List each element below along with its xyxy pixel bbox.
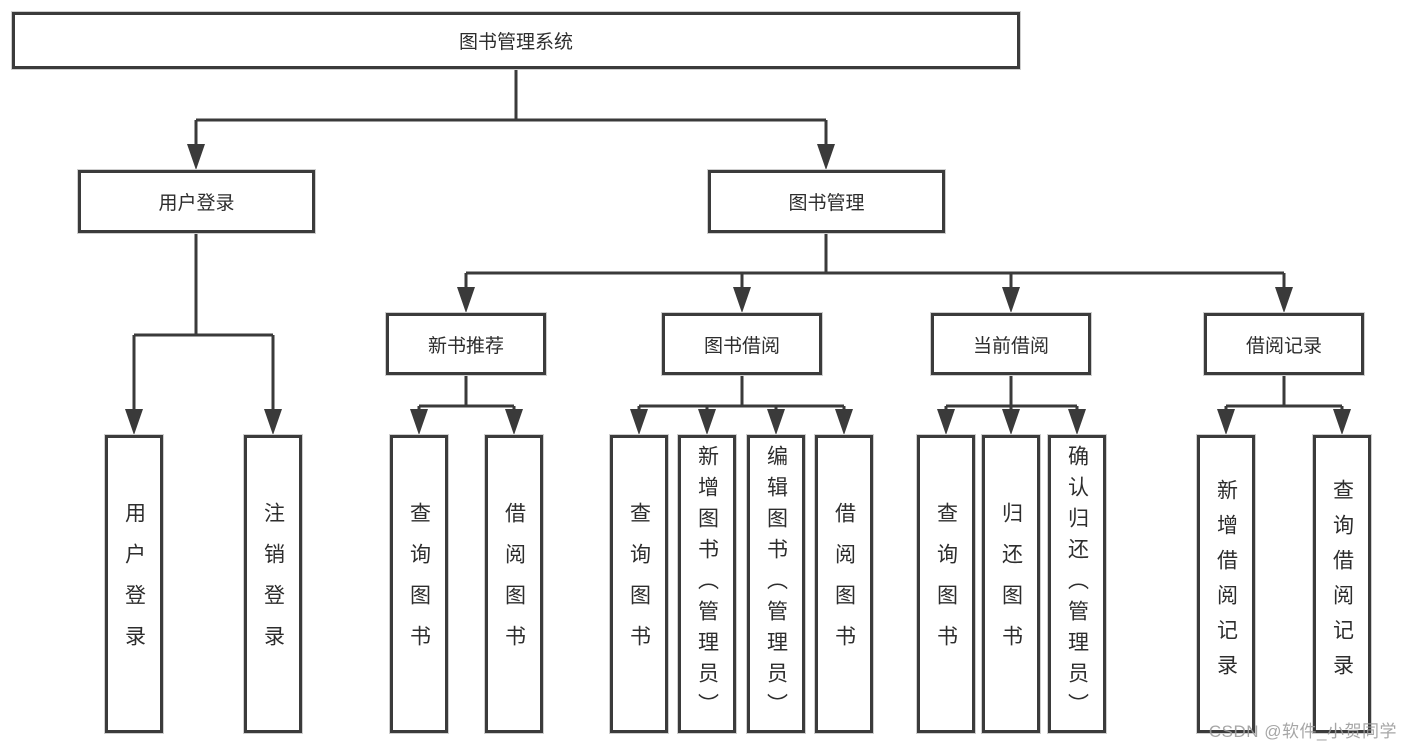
node-borrow-records-label: 借阅记录 [1245,335,1322,357]
leaf-borrow-add-books-admin-label: 新增图书（管理员） [695,444,719,724]
leaf-logout: 注销登录 [244,435,302,733]
leaf-borrow-query-books: 查询图书 [610,435,668,733]
leaf-current-confirm-return-admin: 确认归还（管理员） [1048,435,1106,733]
node-book-borrow-label: 图书借阅 [703,335,780,357]
leaf-logout-label: 注销登录 [261,502,285,666]
node-new-book-recommend: 新书推荐 [386,313,546,375]
node-current-borrow-label: 当前借阅 [972,335,1049,357]
node-user-login: 用户登录 [78,170,315,233]
watermark: CSDN @软件_小贺同学 [1208,722,1397,741]
node-borrow-records: 借阅记录 [1204,313,1364,375]
node-current-borrow: 当前借阅 [931,313,1091,375]
leaf-records-query-record: 查询借阅记录 [1313,435,1371,733]
node-root-label: 图书管理系统 [458,32,573,53]
leaf-borrow-borrow-books-label: 借阅图书 [832,502,856,666]
leaf-borrow-query-books-label: 查询图书 [627,502,651,666]
node-root: 图书管理系统 [12,12,1020,69]
leaf-recommend-query-books-label: 查询图书 [407,502,431,666]
leaf-recommend-borrow-books-label: 借阅图书 [502,502,526,666]
leaf-current-query-books: 查询图书 [917,435,975,733]
leaf-recommend-borrow-books: 借阅图书 [485,435,543,733]
leaf-current-query-books-label: 查询图书 [934,502,958,666]
leaf-records-add-record-label: 新增借阅记录 [1214,479,1238,689]
leaf-borrow-edit-books-admin-label: 编辑图书（管理员） [764,444,788,724]
node-book-borrow: 图书借阅 [662,313,822,375]
leaf-borrow-borrow-books: 借阅图书 [815,435,873,733]
node-new-book-recommend-label: 新书推荐 [427,335,504,357]
leaf-borrow-add-books-admin: 新增图书（管理员） [678,435,736,733]
node-user-login-label: 用户登录 [158,193,235,214]
leaf-current-return-books: 归还图书 [982,435,1040,733]
leaf-records-query-record-label: 查询借阅记录 [1330,479,1354,689]
leaf-current-return-books-label: 归还图书 [999,502,1023,666]
node-book-management-label: 图书管理 [788,193,865,214]
leaf-user-login: 用户登录 [105,435,163,733]
leaf-user-login-label: 用户登录 [122,502,146,666]
node-book-management: 图书管理 [708,170,945,233]
leaf-current-confirm-return-admin-label: 确认归还（管理员） [1065,444,1089,724]
leaf-recommend-query-books: 查询图书 [390,435,448,733]
leaf-records-add-record: 新增借阅记录 [1197,435,1255,733]
leaf-borrow-edit-books-admin: 编辑图书（管理员） [747,435,805,733]
